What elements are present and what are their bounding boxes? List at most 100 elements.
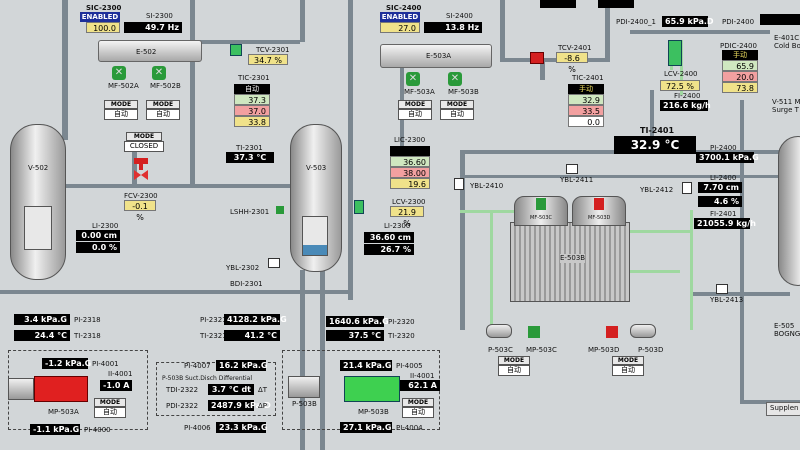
tcv2301-valve-icon[interactable] <box>230 44 242 56</box>
v503-label: V-503 <box>306 164 327 172</box>
pi2400-value: 3700.1 kPa.G <box>696 152 759 163</box>
pipe <box>630 30 770 34</box>
p503b-auto-button[interactable]: 自动 <box>402 407 434 418</box>
e503a-fan-a-icon[interactable]: ✕ <box>406 72 420 86</box>
pi4007-tag: PI-4007 <box>184 362 211 370</box>
green-line <box>690 210 693 330</box>
mf503a-mode-button[interactable]: MODE <box>398 100 432 109</box>
e503b-label: E-503B <box>560 254 586 263</box>
pipe <box>460 175 790 178</box>
lic2300-tag: LIC-2300 <box>394 136 426 144</box>
valve-icon[interactable] <box>716 284 728 294</box>
tcv2401-value: -8.6 % <box>556 52 588 74</box>
right-vessel[interactable] <box>778 136 800 286</box>
tic2301-sp[interactable]: 37.0 <box>234 105 270 116</box>
p503d-pump[interactable] <box>630 324 656 338</box>
li2300-v502-tag: LI-2300 <box>92 222 119 230</box>
pdic2400-op[interactable]: 73.8 <box>722 82 758 93</box>
valve-icon[interactable] <box>268 258 280 268</box>
p503c-mode-button[interactable]: MODE <box>498 356 530 365</box>
lic2300-header[interactable] <box>390 146 430 156</box>
surge-tank-label: Surge T <box>772 106 799 114</box>
ti2321-value: 41.2 °C <box>224 330 280 341</box>
ti2318-value: 24.4 °C <box>14 330 70 341</box>
mp503b-label: MP-503B <box>358 408 389 416</box>
fcv2300-state[interactable]: CLOSED <box>124 141 164 152</box>
tic2401-pv: 32.9 <box>568 94 604 105</box>
tic2301-mode[interactable]: 自动 <box>234 84 270 94</box>
si2400-value: 13.8 Hz <box>424 22 482 33</box>
tic2401-mode[interactable]: 手动 <box>568 84 604 94</box>
tic2301-op[interactable]: 33.8 <box>234 116 270 127</box>
pipe <box>62 184 292 188</box>
fcv2300-value: -0.1 % <box>124 200 156 222</box>
mf503b-auto-button[interactable]: 自动 <box>440 109 474 120</box>
sic2400-value[interactable]: 27.0 <box>380 22 420 33</box>
tdi2322-unit: ΔT <box>258 386 268 394</box>
li2400-pct: 4.6 % <box>698 196 742 207</box>
valve-icon[interactable] <box>454 178 464 190</box>
pdic2400-mode[interactable]: 手动 <box>722 50 758 60</box>
e503a-cooler[interactable] <box>380 44 492 68</box>
e502-fan-b-icon[interactable]: ✕ <box>152 66 166 80</box>
valve-icon[interactable] <box>682 182 692 194</box>
p503b-mode-button[interactable]: MODE <box>402 398 434 407</box>
mf502b-mode-button[interactable]: MODE <box>146 100 180 109</box>
mf503d-status-icon <box>594 198 604 210</box>
e503a-fan-b-icon[interactable]: ✕ <box>448 72 462 86</box>
lic2300-op[interactable]: 19.6 <box>390 178 430 189</box>
ii4001-b-value: 62.1 A <box>400 380 440 391</box>
mf502b-auto-button[interactable]: 自动 <box>146 109 180 120</box>
fcv2300-mode-button[interactable]: MODE <box>126 132 162 141</box>
p503d-auto-button[interactable]: 自动 <box>612 365 644 376</box>
mf502a-mode-button[interactable]: MODE <box>104 100 138 109</box>
ti2320-value: 37.5 °C <box>326 330 384 341</box>
lcv2300-valve-icon[interactable] <box>354 200 364 214</box>
tic2401-sp[interactable]: 33.5 <box>568 105 604 116</box>
pipe <box>190 40 300 44</box>
mf503a-auto-button[interactable]: 自动 <box>398 109 432 120</box>
lic2300-sp[interactable]: 38.00 <box>390 167 430 178</box>
p503a-auto-button[interactable]: 自动 <box>94 407 126 418</box>
mp503c-motor-icon[interactable] <box>528 326 540 338</box>
coldbox-label: Cold Bo <box>774 42 800 50</box>
mp503c-label: MP-503C <box>526 346 557 354</box>
pdi2400-value: 65.9 kPa.D <box>662 16 714 27</box>
p503a-mode-button[interactable]: MODE <box>94 398 126 407</box>
e502-cooler[interactable] <box>98 40 202 62</box>
v502-vessel[interactable] <box>10 124 66 280</box>
lcv2400-tag: LCV-2400 <box>664 70 698 78</box>
tcv2301-tag: TCV-2301 <box>256 46 290 54</box>
mp503b-motor-icon[interactable] <box>344 376 400 402</box>
tic2401-op[interactable]: 0.0 <box>568 116 604 127</box>
pipe <box>348 0 353 300</box>
p503c-auto-button[interactable]: 自动 <box>498 365 530 376</box>
mf502a-auto-button[interactable]: 自动 <box>104 109 138 120</box>
v503-level-cm: 36.60 cm <box>364 232 414 243</box>
pi2321-tag: PI-2321 <box>200 316 227 324</box>
mp503d-motor-icon[interactable] <box>606 326 618 338</box>
v502-level-window <box>24 206 52 250</box>
pdic2400-sp[interactable]: 20.0 <box>722 71 758 82</box>
boogie-label: BOGNGE <box>774 330 800 338</box>
p503b-pump[interactable] <box>288 376 320 398</box>
e502-fan-a-icon[interactable]: ✕ <box>112 66 126 80</box>
lcv2400-valve-icon[interactable] <box>668 40 682 66</box>
v502-level-cm: 0.00 cm <box>76 230 120 241</box>
fcv2300-valve-icon[interactable] <box>134 158 148 180</box>
p503a-pump[interactable] <box>8 378 34 400</box>
sic2400-status[interactable]: ENABLED <box>380 12 420 22</box>
green-line <box>680 40 683 95</box>
valve-icon[interactable] <box>566 164 578 174</box>
sic2300-value[interactable]: 100.0 <box>86 22 120 33</box>
pi4001-value: -1.2 kPa.G <box>42 358 91 369</box>
p503d-mode-button[interactable]: MODE <box>612 356 644 365</box>
p503c-pump[interactable] <box>486 324 512 338</box>
sic2300-status[interactable]: ENABLED <box>80 12 120 22</box>
tcv2401-valve-icon[interactable] <box>530 52 544 64</box>
mp503a-motor-icon[interactable] <box>34 376 88 402</box>
pi2320-tag: PI-2320 <box>388 318 415 326</box>
pi2400-tag: PI-2400 <box>710 144 737 152</box>
mf503b-mode-button[interactable]: MODE <box>440 100 474 109</box>
tic2301-tag: TIC-2301 <box>238 74 270 82</box>
